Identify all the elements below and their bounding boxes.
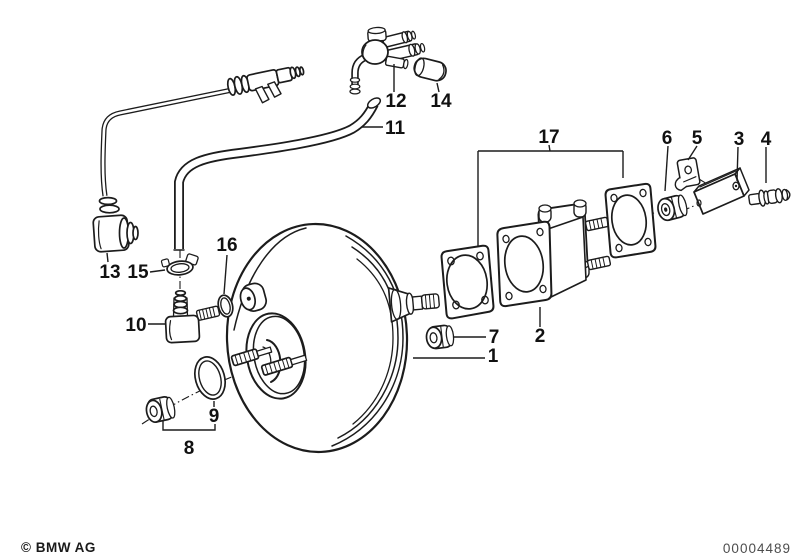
document-number: 00004489 <box>722 541 791 556</box>
seal-ring-9 <box>194 356 226 400</box>
part-label-6: 6 <box>662 128 673 149</box>
part-label-5: 5 <box>692 128 703 149</box>
spacer-stud-upper <box>584 216 610 232</box>
part-label-7: 7 <box>489 327 500 348</box>
part-label-8: 8 <box>184 438 195 459</box>
vacuum-hose-11 <box>173 97 382 251</box>
hex-nut-6 <box>657 194 688 222</box>
copyright-notice: © BMW AG <box>21 540 96 555</box>
booster-stud-upper <box>230 346 273 367</box>
pipe-inline-connector <box>226 66 305 104</box>
part-label-16: 16 <box>216 235 237 256</box>
brake-booster-body <box>225 222 440 454</box>
elbow-fitting-10 <box>164 289 221 344</box>
part-label-1: 1 <box>488 346 499 367</box>
retaining-clip-5 <box>674 157 701 192</box>
part-label-10: 10 <box>125 315 146 336</box>
gasket-front-17 <box>440 244 495 320</box>
part-label-11: 11 <box>385 118 406 139</box>
part-label-14: 14 <box>430 91 452 112</box>
part-label-12: 12 <box>385 91 406 112</box>
part-number-labels: 1 2 3 4 5 6 7 8 9 10 11 12 13 14 15 16 1… <box>99 91 771 459</box>
booster-pushrod <box>387 287 440 323</box>
hose-clamp-15 <box>160 253 199 276</box>
check-valve-12 <box>349 26 426 95</box>
booster-stud-lower <box>260 354 308 376</box>
part-label-2: 2 <box>535 326 546 347</box>
vacuum-port-grommet <box>239 282 268 312</box>
part-label-17: 17 <box>538 127 559 148</box>
part-label-15: 15 <box>127 262 149 283</box>
blind-cap-14 <box>413 57 447 82</box>
part-label-3: 3 <box>734 129 745 150</box>
part-label-9: 9 <box>209 406 220 427</box>
valve-block-3 <box>693 167 750 215</box>
part-label-4: 4 <box>761 129 772 150</box>
spacer-block-2 <box>496 199 612 308</box>
leader-lines <box>106 64 767 431</box>
elbow-10-threaded-stud <box>195 305 221 321</box>
gasket-rear-17 <box>604 182 657 259</box>
hex-nut-7 <box>425 324 455 350</box>
hex-nut-8 <box>145 396 176 423</box>
vacuum-pipe-13 <box>92 66 305 253</box>
hose-fitting-4 <box>748 188 791 207</box>
part-label-13: 13 <box>99 262 120 283</box>
spacer-stud-lower <box>586 255 612 271</box>
o-ring-16 <box>217 294 234 318</box>
